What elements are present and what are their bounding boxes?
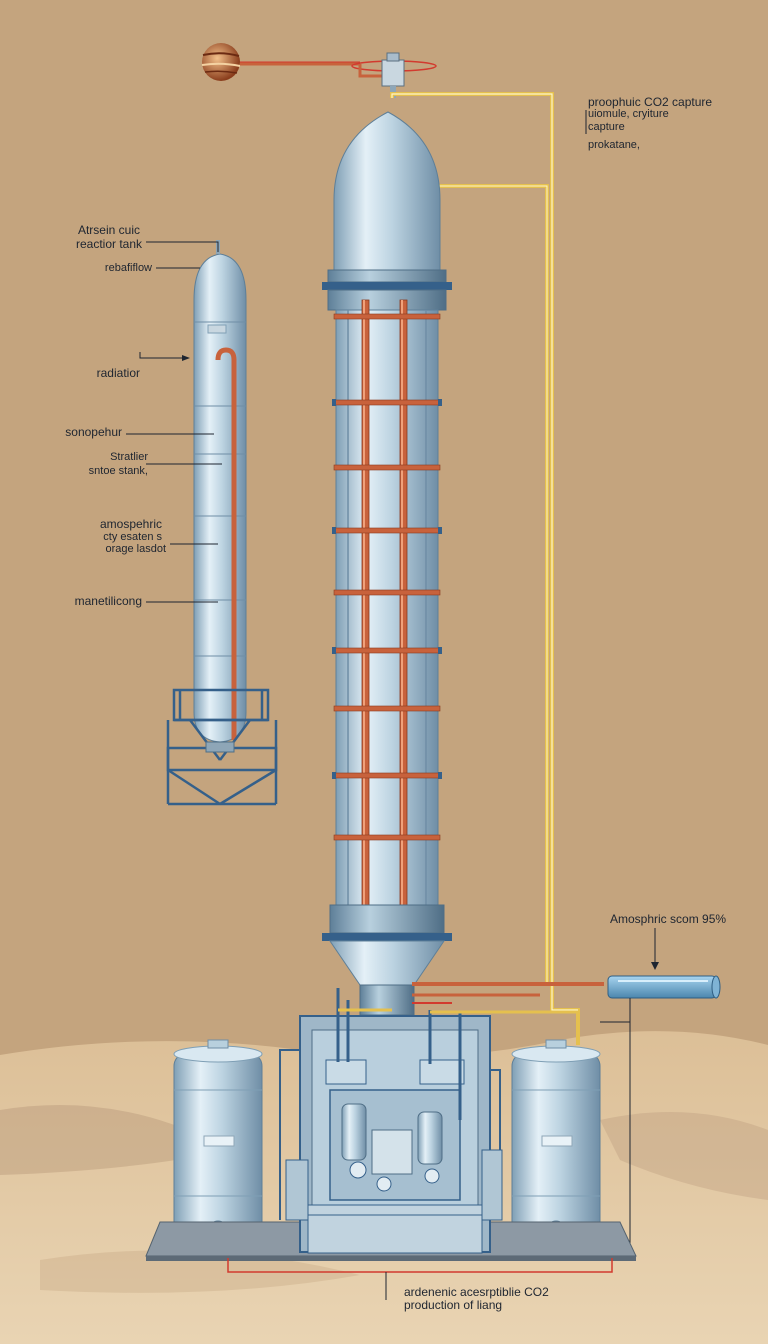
dune-shadow xyxy=(0,1105,230,1175)
tower-cone xyxy=(329,940,445,986)
main-tower-dome xyxy=(333,111,441,277)
label-radiator: radiatior xyxy=(96,366,140,380)
top-valve xyxy=(381,59,405,87)
left-tank-frame xyxy=(166,688,278,806)
red-outline xyxy=(227,1258,613,1273)
label-bottom-line2: production of liang xyxy=(404,1298,503,1312)
leader-lines xyxy=(126,110,587,603)
label-capture-line2: uiomule, cryiture xyxy=(588,108,669,120)
label-atmospheric-line2: cty esaten s xyxy=(103,531,162,543)
label-stratlier-line2: sntoe stank, xyxy=(88,465,148,477)
label-bottom-line1: ardenenic acesrptiblie CO2 xyxy=(404,1285,549,1299)
label-sonopehr: sonopehur xyxy=(65,425,122,439)
label-reactor-line2: reactior tank xyxy=(75,237,142,251)
dune-shadow xyxy=(40,1250,360,1293)
ring-bolts xyxy=(332,399,442,779)
processing-plant xyxy=(279,988,503,1254)
label-manetlicong: manetilicong xyxy=(74,594,142,608)
label-atmospheric-line3: orage lasdot xyxy=(105,543,166,555)
label-capture-line3: capture xyxy=(588,121,625,133)
main-tower-body xyxy=(335,309,439,911)
dune-shadow xyxy=(600,1112,768,1200)
label-rebatflow: rebafiflow xyxy=(104,262,152,274)
intake-cylinder xyxy=(607,975,721,999)
label-capture-line4: prokatane, xyxy=(588,139,640,151)
right-storage-tank xyxy=(511,1039,601,1247)
left-reactor-tank xyxy=(193,240,247,743)
left-storage-tank xyxy=(173,1039,263,1247)
label-atmospheric-line1: amospehric xyxy=(99,517,162,531)
label-reactor-line1: Atrsein cuic xyxy=(77,223,140,237)
label-stratlier-line1: Stratlier xyxy=(110,451,148,463)
label-capture-line1: proophuic CO2 capture xyxy=(588,95,713,109)
label-atmospheric-right: Amosphric scom 95% xyxy=(610,912,727,926)
planet-icon xyxy=(201,43,241,81)
